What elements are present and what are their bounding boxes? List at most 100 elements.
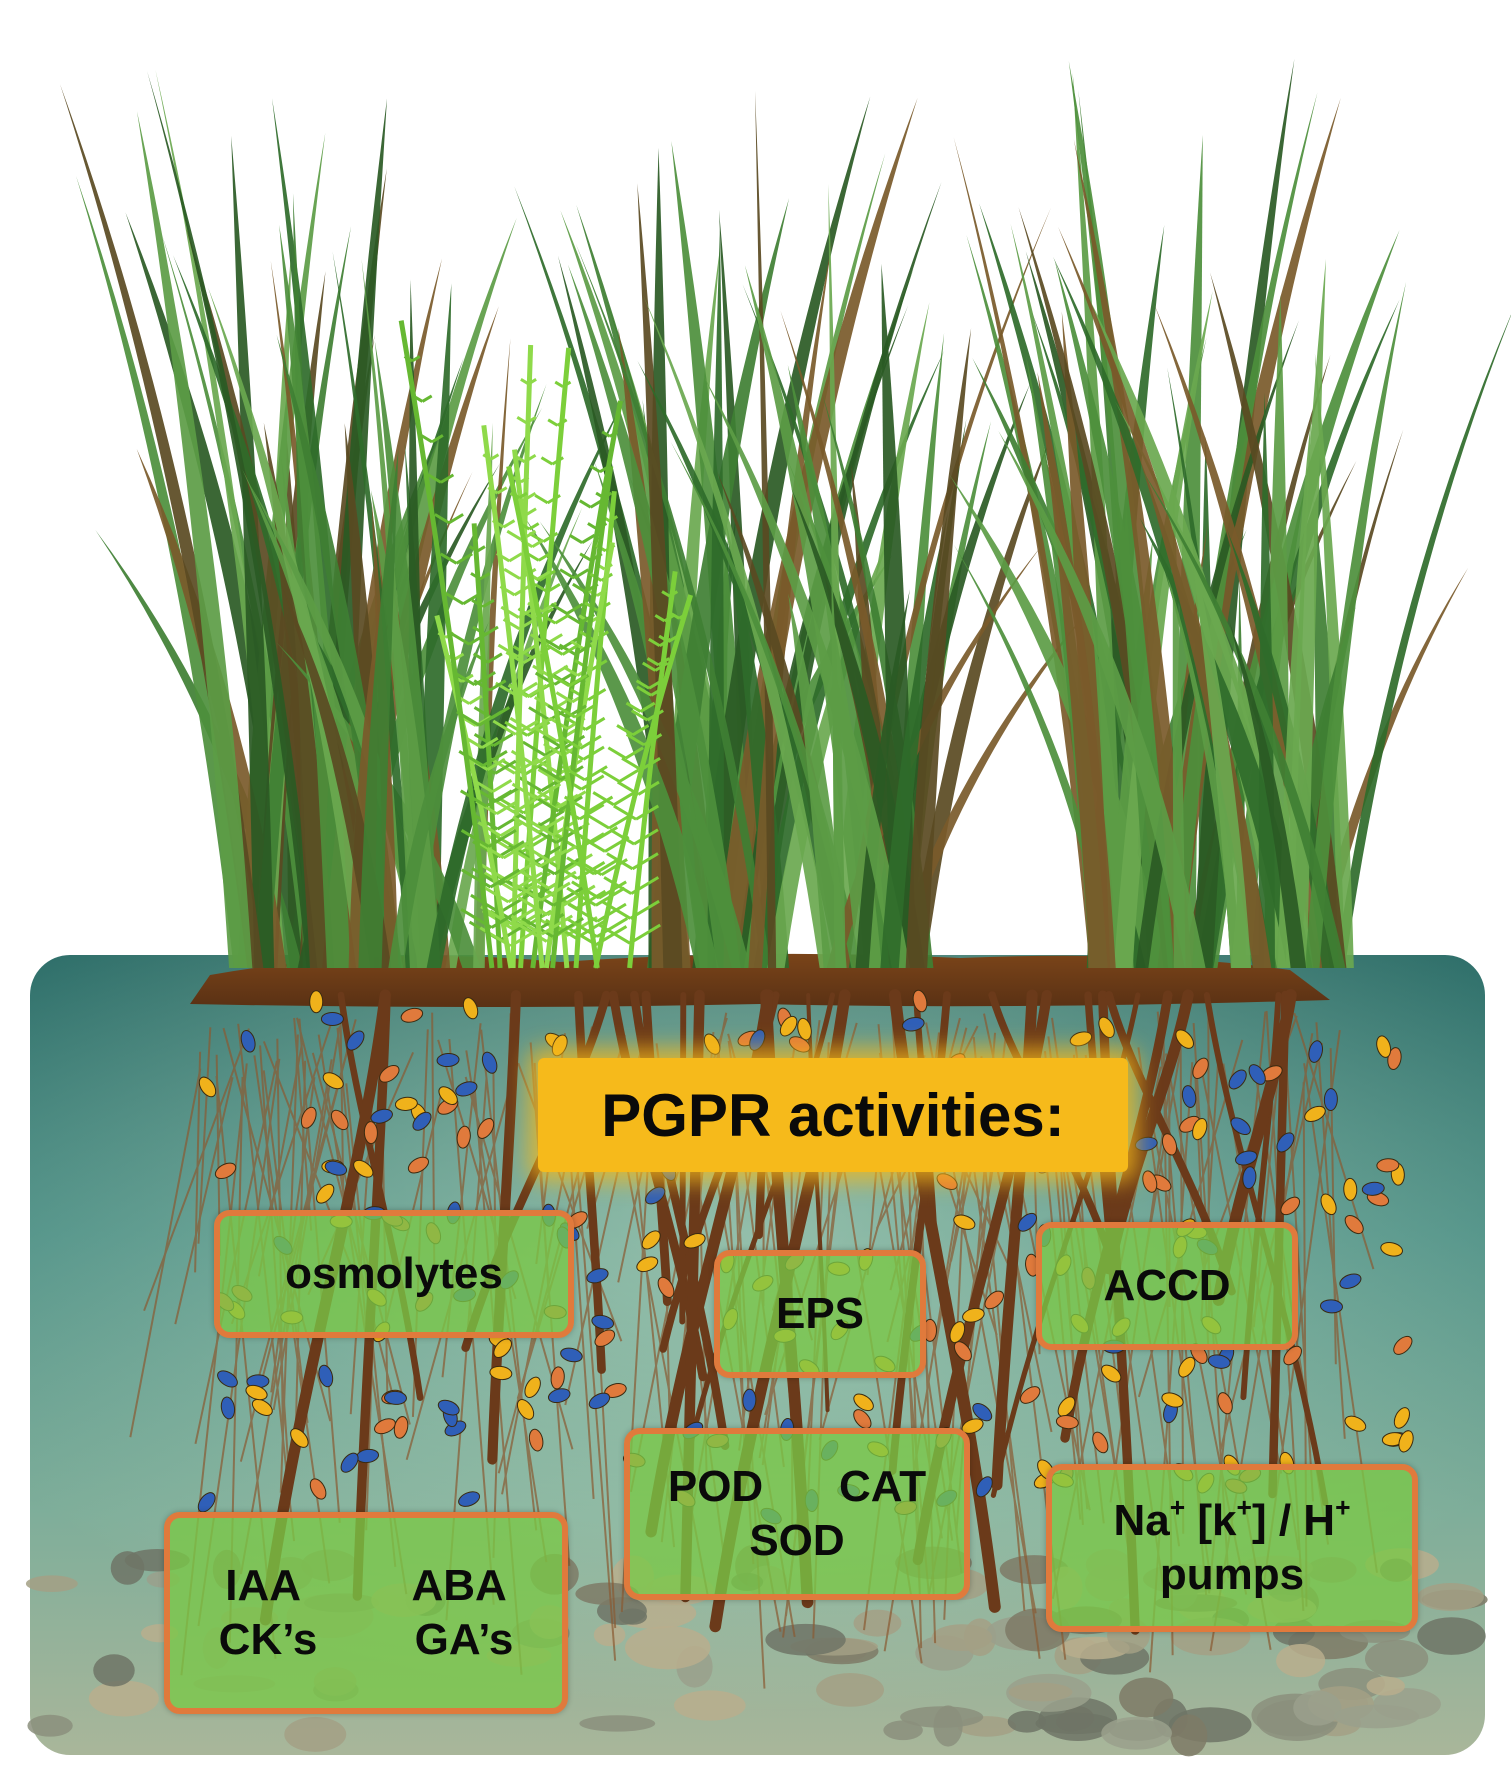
fern-frond (603, 876, 660, 895)
bacterium-icon (217, 1370, 238, 1388)
bacterium-icon (438, 1086, 458, 1106)
bacterium-icon (1092, 1431, 1109, 1454)
fern-frond (540, 613, 571, 625)
bacterium-icon (437, 1399, 460, 1416)
fern-frond (445, 592, 482, 606)
bacterium-icon (1134, 1136, 1158, 1152)
fern-frond (470, 572, 491, 581)
bacterium-icon (1161, 1133, 1178, 1156)
bacterium-icon (1343, 1177, 1358, 1201)
fern-stem (398, 320, 495, 969)
grass-blade (147, 71, 318, 968)
bacterium-icon (309, 1478, 327, 1500)
fern-frond (480, 863, 533, 882)
bacterium-icon (1228, 1069, 1247, 1090)
fern-frond (625, 733, 663, 747)
pebble-icon (110, 1551, 145, 1585)
main-root (683, 992, 836, 1468)
fern-frond (499, 585, 530, 597)
grass-blade (426, 392, 629, 968)
fern-frond (497, 643, 538, 658)
fern-frond (589, 464, 610, 474)
grass-blade (1335, 314, 1511, 968)
bacterium-icon (318, 1364, 334, 1388)
fern-frond (540, 456, 564, 466)
bacterium-icon (657, 1276, 675, 1298)
fern-frond (472, 779, 513, 794)
root-hair (174, 1077, 234, 1325)
fern-frond (509, 716, 553, 732)
fern-stem (593, 594, 694, 969)
bacterium-icon (1230, 1117, 1251, 1136)
grass-blade (767, 522, 896, 968)
bacterium-icon (853, 1393, 874, 1412)
fern-stem (471, 523, 503, 969)
bacterium-icon (477, 1118, 495, 1139)
bacterium-icon (524, 1376, 541, 1398)
gas-label: GA’s (414, 1615, 514, 1664)
bacterium-icon (984, 1290, 1004, 1310)
fern-stem (481, 424, 545, 969)
fern-frond (502, 618, 536, 631)
bacterium-icon (1192, 1117, 1208, 1141)
k-label: [k (1197, 1496, 1237, 1545)
bacterium-icon (1175, 1029, 1194, 1049)
fern-frond (527, 552, 551, 562)
bacterium-icon (245, 1384, 268, 1401)
pebble-icon (25, 1575, 78, 1593)
bacterium-icon (393, 1416, 409, 1439)
bacterium-icon (394, 1096, 418, 1111)
bacterium-icon (683, 1233, 706, 1249)
bacterium-icon (1280, 1196, 1301, 1216)
grass-blade (1161, 555, 1244, 968)
fern-frond (547, 418, 568, 427)
fern-frond (568, 533, 596, 544)
fern-stem (550, 465, 614, 969)
root-hair (1293, 1012, 1375, 1270)
bacterium-icon (1017, 1212, 1038, 1232)
bacterium-icon (383, 1390, 407, 1405)
bacterium-icon (481, 1051, 498, 1074)
grass-blade (1037, 372, 1116, 968)
bacterium-icon (528, 1428, 544, 1452)
fern-frond (561, 765, 608, 782)
fern-frond (449, 631, 490, 646)
bacterium-icon (1178, 1356, 1196, 1378)
osmolytes-label: osmolytes (285, 1249, 503, 1298)
bacterium-icon (1393, 1407, 1410, 1429)
bacterium-icon (901, 1016, 925, 1032)
fern-frond (550, 602, 584, 615)
bacterium-icon (1320, 1299, 1343, 1314)
fern-frond (468, 545, 486, 553)
enzymes-row-2: SOD (630, 1514, 964, 1568)
bacterium-icon (853, 1409, 872, 1430)
pebble-icon (765, 1623, 846, 1656)
grass-blade (524, 517, 719, 968)
bacterium-icon (370, 1108, 393, 1124)
bacterium-icon (788, 1036, 811, 1053)
bacterium-icon (1339, 1273, 1362, 1289)
grass-blade (361, 258, 420, 968)
bacterium-icon (1181, 1085, 1197, 1108)
bacterium-icon (1323, 1088, 1338, 1112)
fern-frond (595, 491, 613, 499)
pebble-icon (931, 1624, 993, 1652)
bacterium-icon (400, 1007, 424, 1023)
fern-frond (625, 701, 656, 713)
bacterium-icon (1248, 1064, 1266, 1085)
pebble-icon (27, 1714, 73, 1737)
bacterium-icon (363, 1121, 378, 1145)
pebble-icon (1417, 1617, 1486, 1655)
grass-blade (575, 243, 771, 968)
pebble-icon (1333, 1704, 1420, 1729)
fern-frond (507, 683, 548, 698)
grass-blade (692, 96, 871, 969)
sod-label: SOD (749, 1516, 845, 1565)
fern-frond (460, 868, 521, 889)
bacterium-icon (1192, 1057, 1209, 1079)
fern-frond (496, 552, 523, 563)
fern-frond (559, 568, 590, 580)
bacterium-icon (340, 1452, 359, 1473)
bacterium-icon (1376, 1035, 1392, 1058)
